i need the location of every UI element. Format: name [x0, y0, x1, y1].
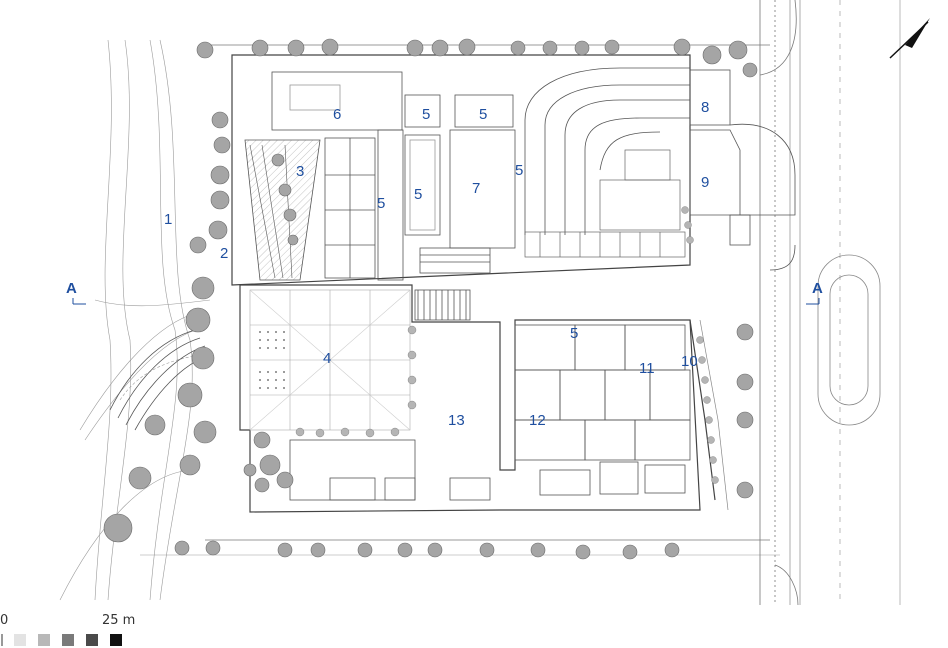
section-marker-left	[72, 298, 86, 305]
area-label-13: 13	[448, 412, 465, 429]
streets	[140, 0, 901, 606]
section-marker-right	[806, 298, 820, 305]
dot-grid	[253, 325, 287, 353]
area-label-8: 8	[701, 99, 710, 116]
curved-ramp	[524, 67, 690, 235]
trees	[103, 38, 758, 560]
contour-lines	[59, 39, 211, 601]
area-label-2: 2	[220, 245, 229, 262]
area-label-3: 3	[296, 163, 305, 180]
area-label-5d: 5	[414, 186, 423, 203]
terrace-tables	[524, 149, 686, 258]
section-label-left: A	[66, 280, 77, 297]
area-label-10: 10	[681, 353, 698, 370]
area-label-4: 4	[323, 350, 332, 367]
area-label-12: 12	[529, 412, 546, 429]
diagonal-wall-outer	[699, 319, 729, 511]
area-label-5b: 5	[479, 106, 488, 123]
scale-end-label: 25 m	[102, 613, 136, 628]
area-label-7: 7	[472, 180, 481, 197]
section-label-right: A	[812, 280, 823, 297]
area-label-5e: 5	[377, 195, 386, 212]
diagonal-wall	[689, 319, 716, 501]
hedge-dots	[295, 206, 719, 484]
area-label-5f: 5	[570, 325, 579, 342]
building-outline	[231, 54, 701, 513]
area-label-5a: 5	[422, 106, 431, 123]
area-label-6: 6	[333, 106, 342, 123]
roundabout	[817, 254, 881, 426]
ramp-structure	[109, 329, 211, 431]
scale-bar	[1, 634, 122, 646]
north-arrow-icon	[889, 18, 930, 59]
rooms	[271, 69, 796, 501]
planted-wedge	[244, 139, 321, 281]
courtyard-grid	[249, 289, 411, 431]
area-label-5c: 5	[515, 162, 524, 179]
scale-start-label: 0	[0, 613, 9, 628]
area-label-9: 9	[701, 174, 710, 191]
dot-grid	[253, 365, 287, 393]
area-label-11: 11	[639, 360, 655, 377]
area-label-1: 1	[164, 211, 173, 228]
